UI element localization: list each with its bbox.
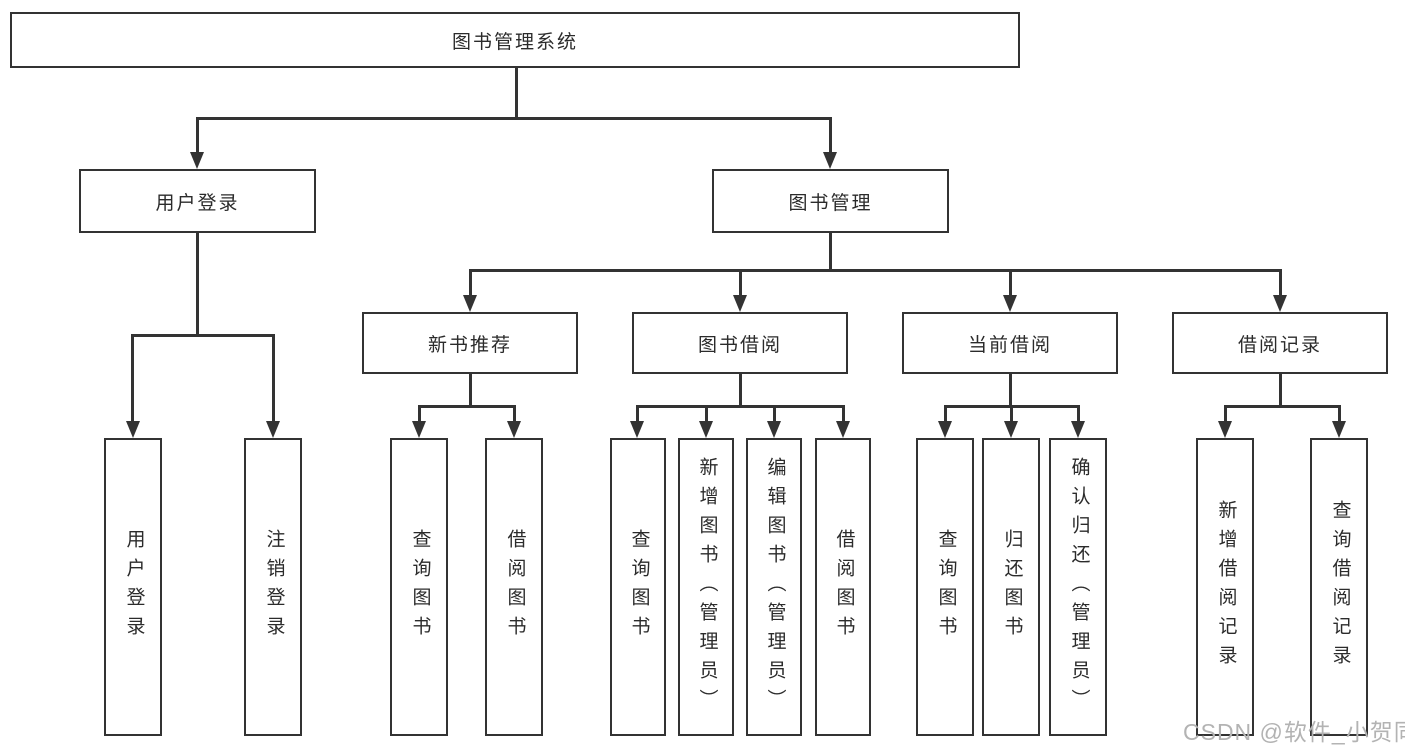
arrow-down-icon [836,421,850,438]
node-label: 查询图书 [409,529,431,645]
connector-line [469,269,1282,272]
arrow-down-icon [767,421,781,438]
node-label: 图书管理系统 [451,31,578,53]
connector-line [944,405,947,422]
arrow-down-icon [733,295,747,312]
arrow-down-icon [823,152,837,169]
arrow-down-icon [463,295,477,312]
connector-line [1279,269,1282,296]
node-label: 当前借阅 [967,334,1052,356]
connector-line [515,68,518,119]
node-label: 新增借阅记录 [1215,500,1237,674]
arrow-down-icon [412,421,426,438]
connector-line [1077,405,1080,422]
node-label: 注销登录 [263,529,285,645]
node-label: 借阅图书 [504,529,526,645]
node-query-books-leaf: 查询图书 [916,438,974,736]
node-borrowing-records: 借阅记录 [1172,312,1388,374]
node-label: 图书借阅 [697,334,782,356]
connector-line [196,117,199,154]
arrow-down-icon [938,421,952,438]
node-label: 编辑图书（管理员） [764,456,786,718]
node-query-books-leaf: 查询图书 [390,438,448,736]
connector-line [773,405,776,422]
connector-line [829,233,832,271]
connector-line [272,334,275,422]
node-current-borrowing: 当前借阅 [902,312,1118,374]
connector-line [1224,405,1227,422]
connector-line [418,405,421,422]
connector-line [1224,405,1341,408]
connector-line [513,405,516,422]
arrow-down-icon [507,421,521,438]
arrow-down-icon [126,421,140,438]
node-confirm-return-admin-leaf: 确认归还（管理员） [1049,438,1107,736]
arrow-down-icon [1004,421,1018,438]
node-root-system: 图书管理系统 [10,12,1020,68]
connector-line [1009,269,1012,296]
node-edit-book-admin-leaf: 编辑图书（管理员） [746,438,802,736]
connector-line [469,269,472,296]
node-label: 借阅图书 [833,529,855,645]
connector-line [196,117,832,120]
node-new-book-recommend: 新书推荐 [362,312,578,374]
node-query-borrow-record-leaf: 查询借阅记录 [1310,438,1368,736]
connector-line [705,405,708,422]
connector-line [196,233,199,336]
connector-line [131,334,134,422]
node-label: 新书推荐 [427,334,512,356]
node-label: 图书管理 [788,192,873,214]
connector-line [842,405,845,422]
connector-line [829,117,832,154]
arrow-down-icon [1003,295,1017,312]
node-add-book-admin-leaf: 新增图书（管理员） [678,438,734,736]
node-book-management-branch: 图书管理 [712,169,949,233]
node-label: 用户登录 [123,529,145,645]
node-return-books-leaf: 归还图书 [982,438,1040,736]
connector-line [1009,374,1012,407]
node-label: 确认归还（管理员） [1068,456,1090,718]
connector-line [739,374,742,407]
connector-line [418,405,516,408]
node-label: 查询借阅记录 [1329,500,1351,674]
node-label: 借阅记录 [1237,334,1322,356]
node-borrow-books-leaf: 借阅图书 [485,438,543,736]
connector-line [131,334,275,337]
node-logout-leaf: 注销登录 [244,438,302,736]
node-user-login-leaf: 用户登录 [104,438,162,736]
node-label: 归还图书 [1001,529,1023,645]
connector-line [1338,405,1341,422]
node-query-books-leaf: 查询图书 [610,438,666,736]
arrow-down-icon [699,421,713,438]
node-add-borrow-record-leaf: 新增借阅记录 [1196,438,1254,736]
node-label: 查询图书 [628,529,650,645]
node-label: 用户登录 [155,192,240,214]
node-label: 查询图书 [935,529,957,645]
arrow-down-icon [1071,421,1085,438]
arrow-down-icon [1273,295,1287,312]
arrow-down-icon [190,152,204,169]
arrow-down-icon [266,421,280,438]
arrow-down-icon [1332,421,1346,438]
connector-line [636,405,845,408]
connector-line [1010,405,1013,422]
connector-line [1279,374,1282,407]
arrow-down-icon [630,421,644,438]
node-user-login-branch: 用户登录 [79,169,316,233]
connector-line [469,374,472,407]
connector-line [636,405,639,422]
node-book-borrowing: 图书借阅 [632,312,848,374]
connector-line [739,269,742,296]
node-borrow-books-leaf: 借阅图书 [815,438,871,736]
node-label: 新增图书（管理员） [696,456,718,718]
arrow-down-icon [1218,421,1232,438]
